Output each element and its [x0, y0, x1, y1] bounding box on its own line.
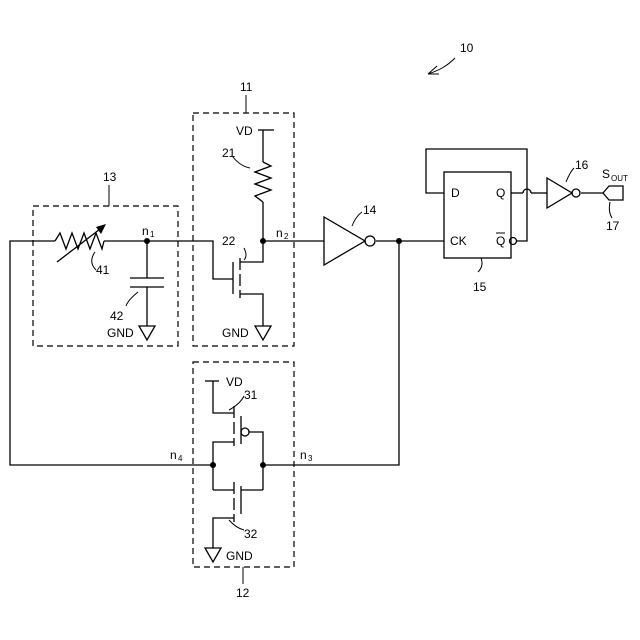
sout-letter: S	[602, 167, 610, 181]
varistor-zigzag	[55, 233, 104, 249]
inverter-16: 16	[547, 158, 589, 208]
gnd-label-cap: GND	[107, 326, 134, 340]
varistor-label: 41	[96, 263, 110, 277]
gnd-symbol-cap: GND	[107, 326, 155, 340]
node-n4-letter: n	[170, 448, 177, 462]
node-labels: n 1 n 2 n 3 n 4	[142, 224, 313, 463]
inverter-14-leader	[352, 212, 362, 226]
pmos-31-leader	[229, 396, 244, 410]
inverter-14-bubble	[365, 236, 375, 246]
pmos-31-label: 31	[244, 388, 258, 402]
gnd-symbol-12: GND	[205, 548, 253, 563]
pmos-31-gate-wire	[249, 432, 263, 490]
gnd-triangle-12	[205, 548, 221, 562]
capacitor-label: 42	[110, 309, 124, 323]
gnd-triangle-cap	[139, 326, 155, 340]
nmos-22-source	[240, 294, 263, 326]
wire-feedback-left	[10, 241, 213, 465]
resistor-21-label: 21	[222, 146, 236, 160]
inverter-14-label: 14	[363, 203, 377, 217]
wire-qbar-to-d	[426, 149, 527, 241]
nmos-32-leader	[229, 520, 244, 530]
wire-n1-gate	[104, 241, 233, 279]
inverter-16-body	[547, 178, 572, 208]
nmos-transistor-32: 32	[213, 482, 263, 548]
wire-n3	[263, 241, 399, 465]
resistor-21-leader	[233, 157, 250, 168]
variable-resistor-41: 41	[55, 224, 110, 277]
junction-inverter-out	[396, 238, 402, 244]
node-n3-letter: n	[300, 448, 307, 462]
flipflop-ck-pin: CK	[450, 234, 467, 248]
nmos-22-label: 22	[222, 234, 236, 248]
sout-subscript: OUT	[611, 174, 628, 183]
resistor-21-zigzag	[255, 162, 271, 202]
inverter-14: 14	[324, 203, 377, 265]
gnd-symbol-11: GND	[222, 326, 271, 340]
node-n1-letter: n	[142, 224, 149, 238]
node-n3-sub: 3	[308, 454, 313, 463]
nmos-32-label: 32	[244, 527, 258, 541]
junction-n2	[260, 238, 266, 244]
vd-label-12: VD	[226, 375, 243, 389]
flipflop-q-pin: Q	[496, 186, 505, 200]
varistor-arrow-head	[96, 224, 106, 234]
block-12-label: 12	[236, 586, 250, 600]
nmos-22-drain	[240, 260, 263, 262]
inverter-14-body	[324, 217, 365, 265]
terminal-17-leader	[609, 202, 612, 218]
junction-dots	[144, 238, 402, 468]
output-terminal-17: S OUT 17	[602, 167, 628, 233]
junction-n3	[260, 462, 266, 468]
wiring	[10, 130, 603, 465]
block-13-label: 13	[103, 170, 117, 184]
node-n1-sub: 1	[150, 230, 155, 239]
pmos-transistor-31: 31	[213, 381, 263, 490]
pmos-31-drain	[213, 442, 234, 490]
node-n2-letter: n	[276, 226, 283, 240]
node-n2-sub: 2	[284, 232, 289, 241]
block-11-label: 11	[240, 80, 253, 94]
inverter-16-leader	[566, 168, 574, 182]
inverter-16-label: 16	[575, 158, 589, 172]
nmos-22-leader	[244, 248, 246, 260]
vd-label-11: VD	[236, 124, 253, 138]
nmos-transistor-22: 22	[222, 234, 263, 326]
figure-reference: 10	[428, 41, 474, 74]
output-terminal-shape	[603, 186, 623, 200]
node-n4-sub: 4	[178, 454, 183, 463]
vd-rail-12: VD	[205, 375, 243, 389]
figure-ref-arrow	[428, 58, 455, 74]
terminal-17-label: 17	[606, 219, 620, 233]
junction-n4	[210, 462, 216, 468]
figure-ref-label: 10	[460, 41, 474, 55]
gnd-label-12: GND	[226, 549, 253, 563]
flipflop-15-label: 15	[473, 280, 487, 294]
capacitor-leader	[126, 292, 138, 306]
gnd-triangle-11	[255, 326, 271, 340]
flipflop-qbar-pin: Q	[496, 234, 505, 248]
gnd-label-11: GND	[222, 326, 249, 340]
capacitor-42: 42	[110, 278, 164, 323]
flipflop-d-pin: D	[451, 186, 460, 200]
flipflop-15-leader	[478, 258, 482, 272]
pmos-31-bubble	[241, 428, 249, 436]
vd-rail-11: VD	[236, 124, 274, 138]
d-flipflop-15: D Q Q CK 15	[444, 172, 511, 294]
